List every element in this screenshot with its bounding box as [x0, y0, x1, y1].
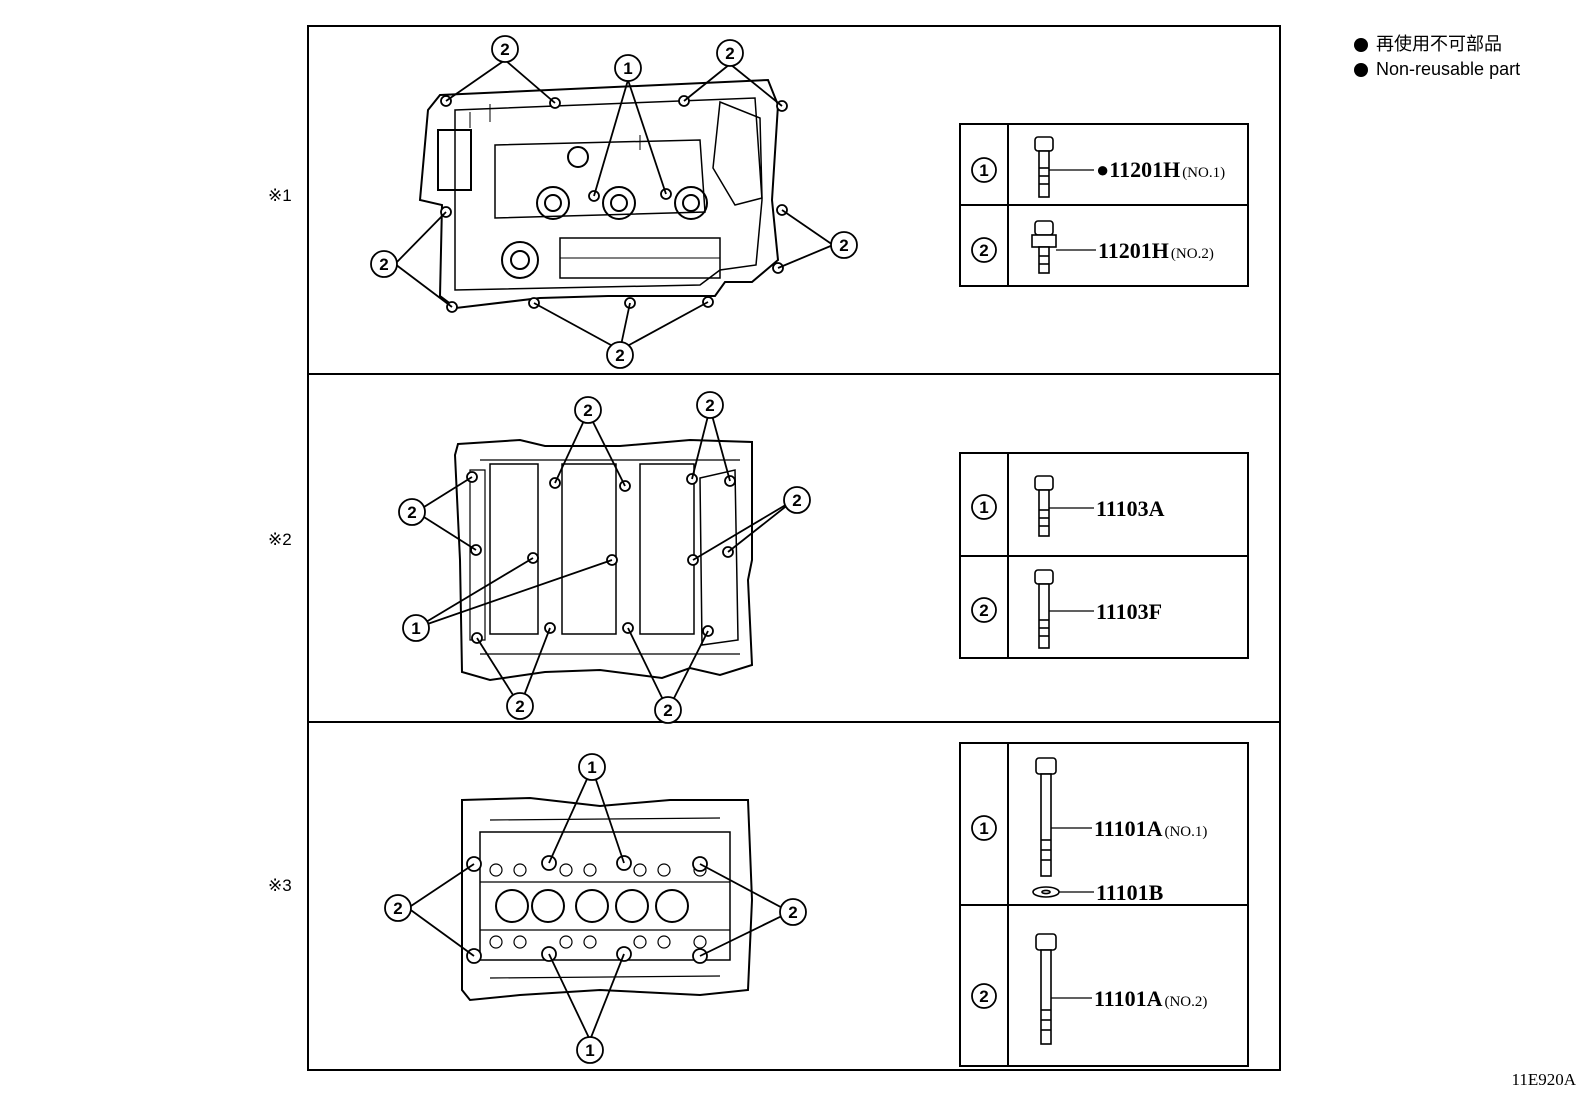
callout-number-2-2: 2 — [792, 491, 801, 510]
callout-circle-2-2 — [398, 498, 426, 526]
callout-number-2-2: 2 — [583, 401, 592, 420]
callout-circle-3-1 — [971, 815, 997, 841]
callout-number-3-2: 2 — [979, 987, 988, 1006]
section-3-small-bosses — [489, 863, 707, 949]
callout-number-1-2: 2 — [379, 255, 388, 274]
part-label-1-2: 11201H(NO.2) — [1098, 238, 1214, 263]
callout-number-3-1: 1 — [585, 1041, 594, 1060]
callout-number-1-2: 2 — [839, 236, 848, 255]
callout-circle-1-2 — [971, 237, 997, 263]
callout-number-2-2: 2 — [663, 701, 672, 720]
bolt-icon-11201h-no1 — [1034, 136, 1094, 198]
part-label-1-1: ●11201H(NO.1) — [1096, 157, 1225, 182]
callout-circle-1-2 — [716, 39, 744, 67]
callout-number-2-2: 2 — [979, 601, 988, 620]
legend-text-en: Non-reusable part — [1376, 59, 1521, 79]
callout-number-3-2: 2 — [393, 899, 402, 918]
legend-row-en: Non-reusable part — [1354, 57, 1520, 82]
callout-circle-2-2 — [696, 391, 724, 419]
callout-circle-1-1 — [971, 157, 997, 183]
part-labels: ●11201H(NO.1) 11201H(NO.2) 11103A 11103F… — [1094, 157, 1225, 1011]
callout-number-1-2: 2 — [979, 241, 988, 260]
callout-circle-3-2 — [779, 898, 807, 926]
section-2-drawing — [453, 438, 754, 682]
bolt-icon-11101a-no1 — [1035, 757, 1092, 877]
filled-circle-icon — [1354, 62, 1368, 77]
section-3-drawing — [461, 796, 754, 1002]
callout-number-3-1: 1 — [979, 819, 988, 838]
callout-number-1-2: 2 — [615, 346, 624, 365]
callout-number-3-2: 2 — [788, 903, 797, 922]
callouts: 2 2 1 2 2 2 1 2 2 2 2 2 1 2 2 1 2 1 2 2 1 1 2 — [370, 35, 997, 1064]
section-tag-2: ※2 — [268, 530, 292, 549]
callout-circle-1-2 — [491, 35, 519, 63]
callout-number-1-2: 2 — [725, 44, 734, 63]
section-tag-1: ※1 — [268, 186, 292, 205]
bolt-icon-11101a-no2 — [1035, 933, 1092, 1045]
callout-number-2-2: 2 — [705, 396, 714, 415]
callout-circle-1-2 — [830, 231, 858, 259]
parts-table-3 — [959, 742, 1249, 1067]
section-2-bolt-holes — [466, 471, 736, 644]
part-label-2-2: 11103F — [1096, 599, 1162, 624]
callout-circle-1-2 — [370, 250, 398, 278]
callout-number-2-2: 2 — [407, 503, 416, 522]
filled-circle-icon — [1354, 37, 1368, 52]
callout-number-1-1: 1 — [979, 161, 988, 180]
figure-code: 11E920A — [1511, 1070, 1576, 1089]
legend-text-jp: 再使用不可部品 — [1376, 34, 1502, 54]
part-label-3-washer: 11101B — [1096, 880, 1164, 905]
legend-row-jp: 再使用不可部品 — [1354, 32, 1520, 57]
washer-icon-11101b — [1032, 886, 1094, 898]
section-tag-3: ※3 — [268, 876, 292, 895]
callout-circle-3-1 — [576, 1036, 604, 1064]
part-label-3-1: 11101A(NO.1) — [1094, 816, 1207, 841]
part-label-2-1: 11103A — [1096, 496, 1165, 521]
callout-circle-3-2 — [384, 894, 412, 922]
bolt-icon-11201h-no2 — [1031, 220, 1096, 274]
callout-number-3-1: 1 — [587, 758, 596, 777]
section-1-leader-lines — [394, 59, 834, 351]
bolt-icon-11103a — [1034, 475, 1094, 537]
section-2-leader-lines — [415, 407, 795, 711]
callout-circle-2-1 — [971, 494, 997, 520]
part-label-3-2: 11101A(NO.2) — [1094, 986, 1207, 1011]
section-1-drawing — [418, 78, 780, 310]
callout-number-2-2: 2 — [515, 697, 524, 716]
callout-number-1-1: 1 — [623, 59, 632, 78]
callout-circle-1-1 — [614, 54, 642, 82]
callout-number-1-2: 2 — [500, 40, 509, 59]
callout-circle-2-1 — [402, 614, 430, 642]
parts-table-2 — [959, 452, 1249, 659]
callout-circle-2-2 — [783, 486, 811, 514]
frame — [307, 25, 1281, 1071]
callout-circle-3-1 — [578, 753, 606, 781]
callout-circle-2-2 — [654, 696, 682, 724]
section-3-leader-lines — [407, 767, 791, 1041]
callout-circle-2-2 — [971, 597, 997, 623]
callout-number-2-1: 1 — [979, 498, 988, 517]
callout-number-2-1: 1 — [411, 619, 420, 638]
callout-circle-2-2 — [506, 692, 534, 720]
legend: 再使用不可部品 Non-reusable part — [1354, 32, 1520, 82]
bolt-icon-11103f — [1034, 569, 1094, 649]
callout-circle-1-2 — [606, 341, 634, 369]
parts-table-1 — [959, 123, 1249, 287]
callout-circle-2-2 — [574, 396, 602, 424]
callout-circle-3-2 — [971, 983, 997, 1009]
